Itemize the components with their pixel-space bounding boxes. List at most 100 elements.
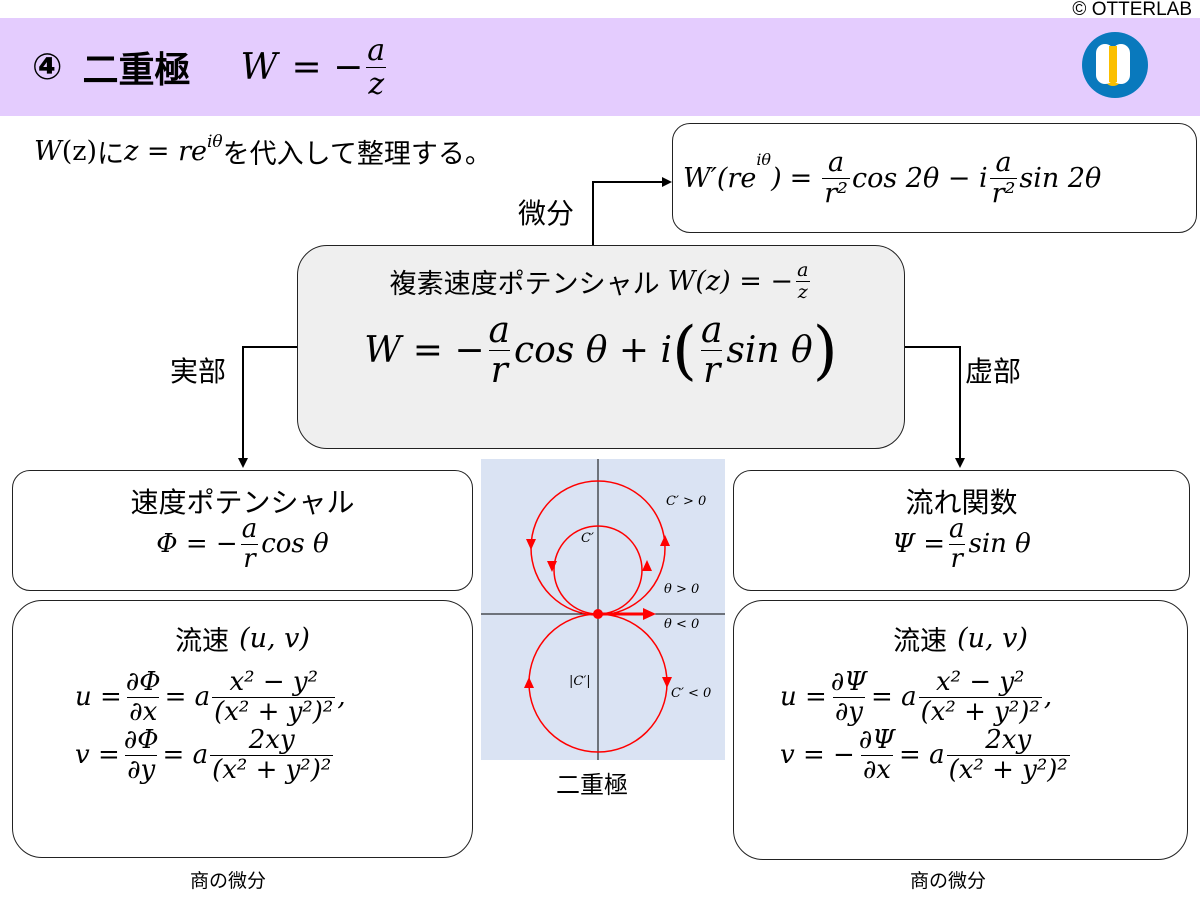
num: ∂Φ xyxy=(125,667,161,697)
cp-f1: W(z) = − xyxy=(667,265,794,297)
intro-z: (z) xyxy=(61,136,98,167)
copyright: © OTTERLAB xyxy=(1072,0,1192,20)
d-term2: sin 2θ xyxy=(1019,162,1102,194)
den: r² xyxy=(989,177,1018,209)
label-c-abs: |C′| xyxy=(569,674,591,689)
quotient-rule-note-right: 商の微分 xyxy=(910,870,987,892)
num: x² − y² xyxy=(935,667,1025,697)
u-mid: = a xyxy=(164,682,211,713)
num: a xyxy=(367,32,386,68)
d-eq: = xyxy=(789,162,813,194)
v-mid: = a xyxy=(162,740,209,771)
label-theta-positive: θ > 0 xyxy=(664,582,700,597)
arrow-down-icon xyxy=(662,677,672,688)
arrow-up-icon xyxy=(524,677,534,688)
num: a xyxy=(828,146,845,178)
vr-v: v = − ∂Ψ∂x = a 2xy(x² + y²)² xyxy=(780,726,1187,784)
den: ∂x xyxy=(860,754,893,785)
den: r xyxy=(948,543,965,574)
velocity-left-box: 流速(u, v) u = ∂Φ∂x = a x² − y²(x² + y²)² … xyxy=(12,600,473,858)
den: z xyxy=(795,280,810,303)
title-text: 二重極 xyxy=(82,50,191,91)
v-lhs: v = xyxy=(75,740,120,771)
intro-w: W xyxy=(34,136,62,167)
title-formula-lhs: W xyxy=(240,46,278,88)
cp-l2a: W = − xyxy=(364,330,485,372)
u-frac1: ∂Φ∂x xyxy=(124,668,163,726)
den: ∂x xyxy=(127,696,160,727)
arrowhead-icon xyxy=(643,608,656,620)
cp-l2b: cos θ + i xyxy=(513,330,672,372)
num: a xyxy=(797,259,809,281)
d-term1: cos 2θ − i xyxy=(851,162,988,194)
arrowhead-icon xyxy=(955,458,965,468)
d-lhs: W′ xyxy=(683,162,717,194)
velocity-right-box: 流速(u, v) u = ∂Ψ∂y = a x² − y²(x² + y²)² … xyxy=(733,600,1188,860)
u-mid: = a xyxy=(871,682,917,713)
psi-rhs: sin θ xyxy=(968,529,1031,560)
intro-ni: に xyxy=(97,139,125,170)
label-theta-negative: θ < 0 xyxy=(664,617,700,632)
den: z xyxy=(366,66,387,102)
num: ∂Ψ xyxy=(830,667,868,697)
arrow-up-icon xyxy=(660,535,670,546)
doublet-diagram: C′ > 0 C′ θ > 0 θ < 0 |C′| C′ < 0 xyxy=(481,459,725,760)
num: a xyxy=(949,514,965,544)
vl-v: v = ∂Φ∂y = a 2xy(x² + y²)² xyxy=(75,726,472,784)
connector xyxy=(592,181,664,183)
otterlab-logo xyxy=(1082,32,1148,98)
stream-title: 流れ関数 xyxy=(905,486,1018,519)
vr-title-text: 流速 xyxy=(893,626,948,657)
num: a xyxy=(995,146,1012,178)
num: 2xy xyxy=(985,725,1032,756)
u-frac2: x² − y²(x² + y²)² xyxy=(918,667,1042,727)
imag-part-label: 虚部 xyxy=(965,355,1022,388)
den: (x² + y²)² xyxy=(918,696,1042,727)
v-frac2: 2xy(x² + y²)² xyxy=(210,725,334,785)
potential-title: 速度ポテンシャル xyxy=(130,486,355,519)
u-end: , xyxy=(1043,682,1053,713)
den: (x² + y²)² xyxy=(946,754,1070,785)
connector xyxy=(242,346,298,348)
den: (x² + y²)² xyxy=(210,754,334,785)
num: a xyxy=(700,309,723,351)
v-frac1: ∂Ψ∂x xyxy=(857,726,897,784)
psi-lhs: Ψ = xyxy=(892,529,945,560)
arrow-up-icon xyxy=(642,560,652,571)
v-frac2: 2xy(x² + y²)² xyxy=(946,725,1070,785)
cp-lparen: ( xyxy=(671,313,697,388)
vr-title: 流速(u, v) xyxy=(734,619,1187,658)
arrowhead-icon xyxy=(238,458,248,468)
num: 2xy xyxy=(248,725,295,756)
v-frac1: ∂Φ∂y xyxy=(122,726,161,784)
connector xyxy=(592,181,594,245)
u-frac1: ∂Ψ∂y xyxy=(829,668,869,726)
den: ∂y xyxy=(125,754,158,785)
connector xyxy=(905,346,961,348)
num: a xyxy=(488,309,510,351)
num: x² − y² xyxy=(229,667,318,697)
label-c-negative: C′ < 0 xyxy=(671,686,712,701)
den: r xyxy=(701,350,723,392)
vl-u: u = ∂Φ∂x = a x² − y²(x² + y²)² , xyxy=(75,668,472,726)
dipole-arrow xyxy=(598,612,645,616)
cp-l2c: sin θ xyxy=(726,330,813,372)
real-part-label: 実部 xyxy=(170,355,227,388)
arrow-down-icon xyxy=(526,539,536,550)
title-formula-eq: = − xyxy=(291,46,364,88)
intro-sub: z = re xyxy=(124,136,207,167)
title-number: ④ xyxy=(32,46,63,88)
